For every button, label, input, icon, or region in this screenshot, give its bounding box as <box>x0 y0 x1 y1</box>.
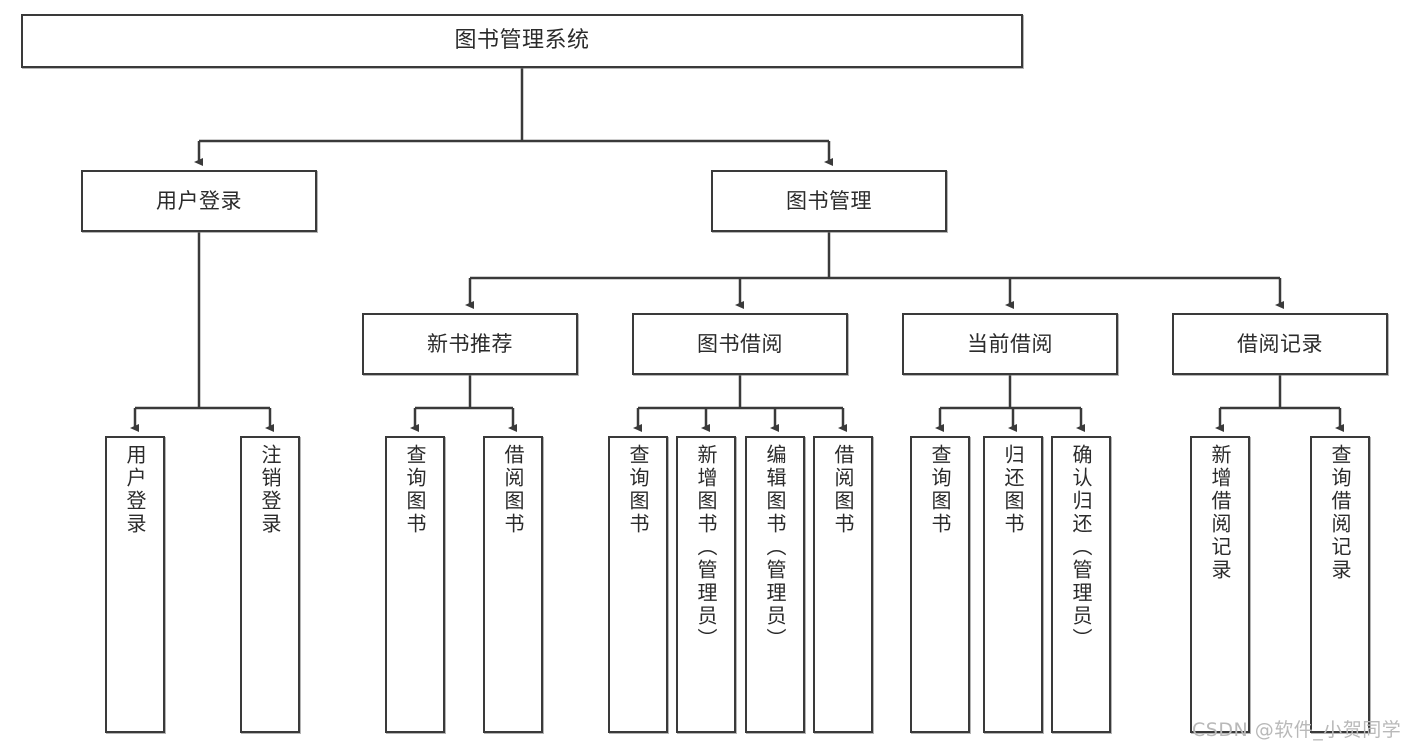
node-new-book-recommend[interactable]: 新书推荐 <box>362 313 578 375</box>
leaf-query-borrow-record[interactable]: 查询借阅记录 <box>1310 436 1370 733</box>
node-user-login-label: 用户登录 <box>156 188 242 213</box>
leaf-borrow-book-label: 借阅图书 <box>831 444 855 536</box>
node-user-login[interactable]: 用户登录 <box>81 170 317 232</box>
leaf-edit-book-admin[interactable]: 编辑图书（管理员） <box>745 436 805 733</box>
leaf-edit-book-admin-label: 编辑图书（管理员） <box>763 444 787 651</box>
leaf-logout[interactable]: 注销登录 <box>240 436 300 733</box>
node-book-borrow-label: 图书借阅 <box>697 331 783 356</box>
leaf-query-book-recommend-label: 查询图书 <box>403 444 427 536</box>
leaf-borrow-book-recommend-label: 借阅图书 <box>501 444 525 536</box>
leaf-user-login[interactable]: 用户登录 <box>105 436 165 733</box>
leaf-logout-label: 注销登录 <box>258 444 282 536</box>
leaf-add-book-admin[interactable]: 新增图书（管理员） <box>676 436 736 733</box>
node-root[interactable]: 图书管理系统 <box>21 14 1023 68</box>
leaf-add-borrow-record[interactable]: 新增借阅记录 <box>1190 436 1250 733</box>
leaf-query-book-borrow-label: 查询图书 <box>626 444 650 536</box>
node-new-book-recommend-label: 新书推荐 <box>427 331 513 356</box>
node-current-borrow[interactable]: 当前借阅 <box>902 313 1118 375</box>
node-borrow-record-label: 借阅记录 <box>1237 331 1323 356</box>
csdn-watermark: CSDN @软件_小贺同学 <box>1192 719 1402 741</box>
node-current-borrow-label: 当前借阅 <box>967 331 1053 356</box>
node-book-management[interactable]: 图书管理 <box>711 170 947 232</box>
leaf-return-book[interactable]: 归还图书 <box>983 436 1043 733</box>
leaf-query-borrow-record-label: 查询借阅记录 <box>1328 444 1352 582</box>
leaf-confirm-return-admin-label: 确认归还（管理员） <box>1069 444 1093 651</box>
node-book-management-label: 图书管理 <box>786 188 872 213</box>
leaf-return-book-label: 归还图书 <box>1001 444 1025 536</box>
leaf-query-book-current-label: 查询图书 <box>928 444 952 536</box>
leaf-add-borrow-record-label: 新增借阅记录 <box>1208 444 1232 582</box>
leaf-query-book-current[interactable]: 查询图书 <box>910 436 970 733</box>
leaf-borrow-book[interactable]: 借阅图书 <box>813 436 873 733</box>
leaf-confirm-return-admin[interactable]: 确认归还（管理员） <box>1051 436 1111 733</box>
leaf-user-login-label: 用户登录 <box>123 444 147 536</box>
node-book-borrow[interactable]: 图书借阅 <box>632 313 848 375</box>
node-root-label: 图书管理系统 <box>454 28 590 54</box>
leaf-borrow-book-recommend[interactable]: 借阅图书 <box>483 436 543 733</box>
leaf-query-book-borrow[interactable]: 查询图书 <box>608 436 668 733</box>
node-borrow-record[interactable]: 借阅记录 <box>1172 313 1388 375</box>
leaf-query-book-recommend[interactable]: 查询图书 <box>385 436 445 733</box>
leaf-add-book-admin-label: 新增图书（管理员） <box>694 444 718 651</box>
